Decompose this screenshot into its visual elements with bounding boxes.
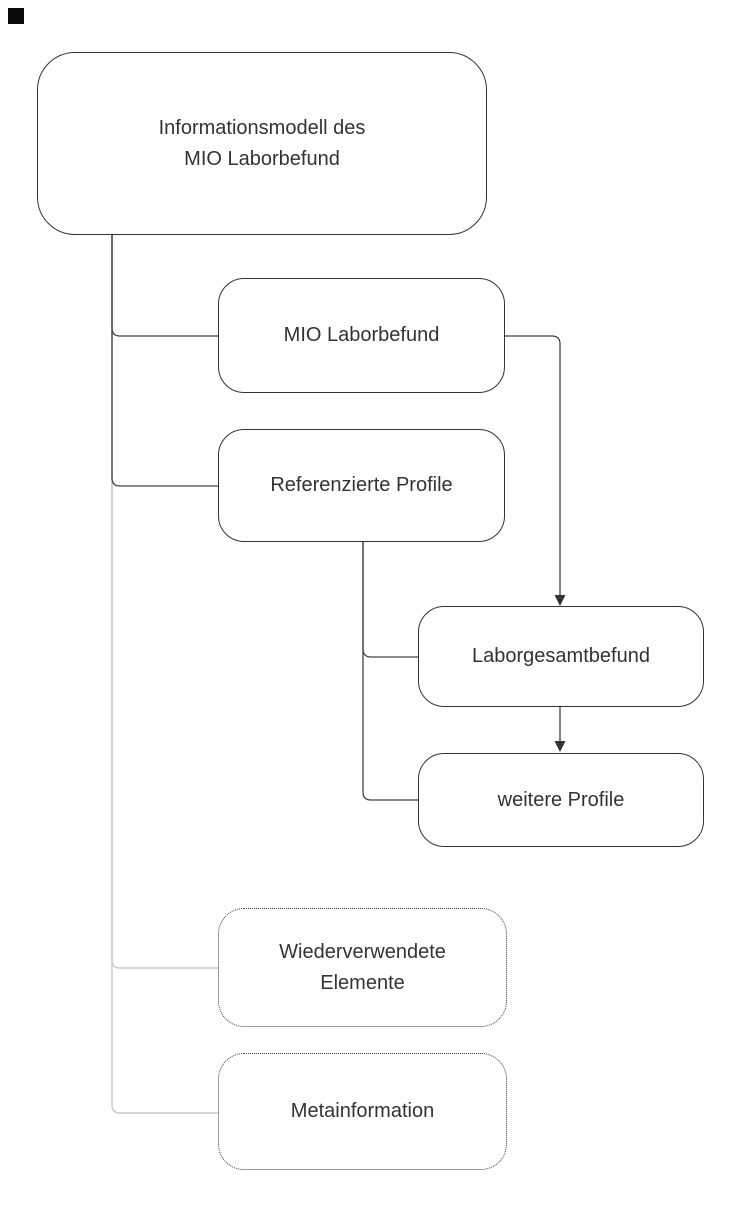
node-metainformation: Metainformation: [218, 1053, 507, 1170]
arrowhead-into-weitere-profile: [554, 741, 566, 752]
edge-referenzierte-to-laborgesamtbefund: [362, 542, 418, 658]
edge-root-to-metainformation: [111, 235, 218, 1114]
edge-mio-to-laborgesamtbefund: [505, 335, 561, 598]
edge-root-to-mio: [111, 235, 218, 337]
node-label-line: MIO Laborbefund: [184, 147, 340, 170]
edge-root-to-wiederverwendete: [111, 235, 218, 969]
node-label: Metainformation: [290, 1100, 435, 1122]
node-mio-laborbefund: MIO Laborbefund: [218, 278, 505, 393]
edge-root-to-referenzierte: [111, 235, 218, 487]
node-label: Referenzierte Profile: [270, 474, 453, 496]
node-referenzierte-profile: Referenzierte Profile: [218, 429, 505, 542]
node-label-line: Informationsmodell des: [158, 116, 366, 139]
node-weitere-profile: weitere Profile: [418, 753, 704, 847]
node-label: weitere Profile: [497, 788, 625, 811]
node-label-line: Elemente: [320, 971, 405, 994]
node-label: Laborgesamtbefund: [472, 645, 650, 667]
node-label-line: Wiederverwendete: [279, 940, 446, 963]
node-informationsmodell: Informationsmodell des MIO Laborbefund: [37, 52, 487, 235]
edge-referenzierte-to-weitere: [362, 542, 418, 801]
node-laborgesamtbefund: Laborgesamtbefund: [418, 606, 704, 707]
corner-marker-square: [8, 8, 24, 24]
node-wiederverwendete-elemente: Wiederverwendete Elemente: [218, 908, 507, 1027]
node-label: MIO Laborbefund: [283, 324, 440, 346]
arrowhead-into-laborgesamtbefund: [554, 595, 566, 606]
